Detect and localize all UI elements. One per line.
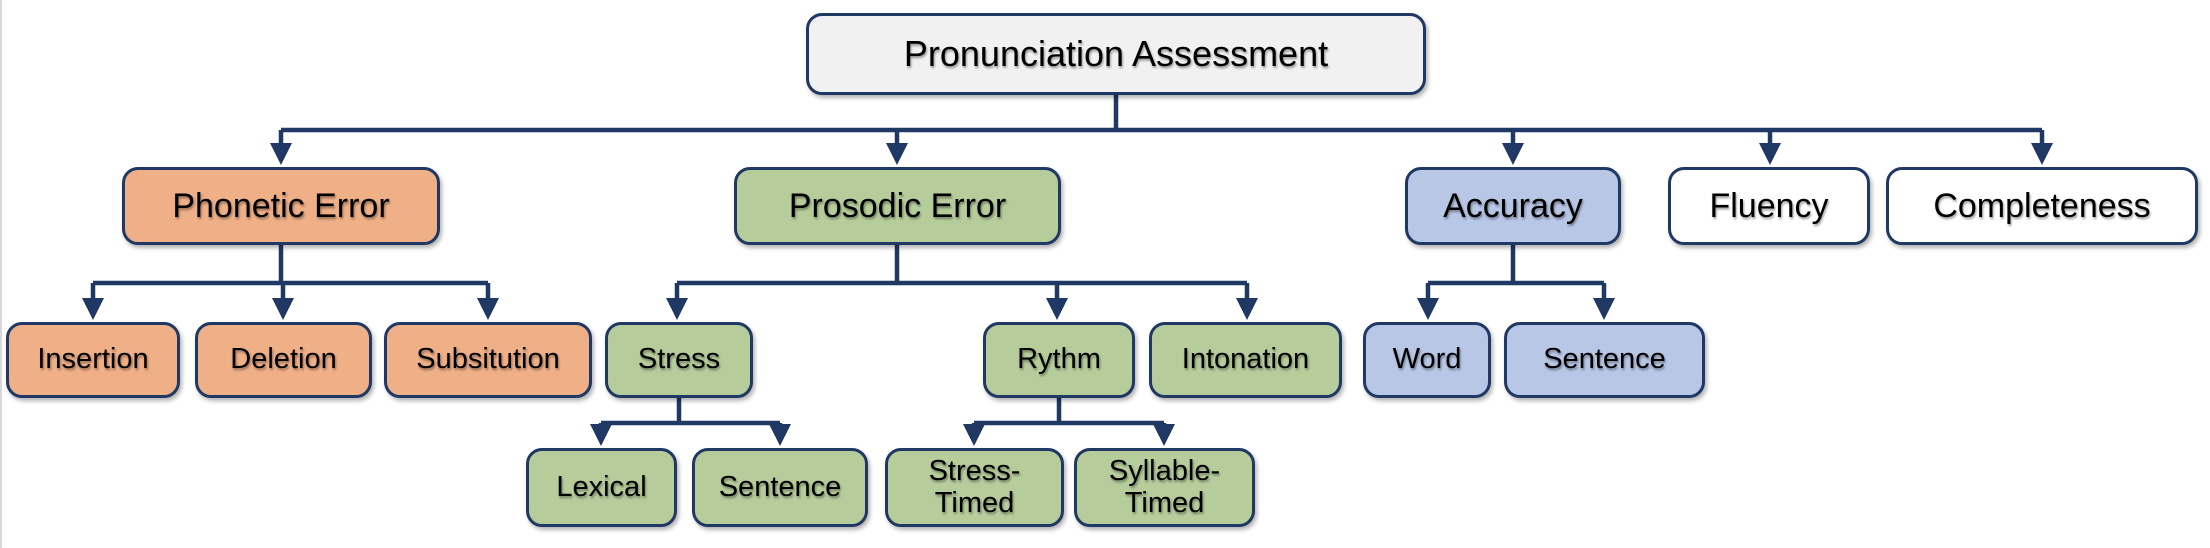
- node-sentence-accuracy: Sentence: [1504, 322, 1705, 398]
- node-label: Subsitution: [416, 343, 560, 376]
- node-insertion: Insertion: [6, 322, 180, 398]
- node-subsitution: Subsitution: [384, 322, 592, 398]
- node-word: Word: [1363, 322, 1491, 398]
- node-label: Syllable- Timed: [1108, 455, 1221, 519]
- node-deletion: Deletion: [195, 322, 372, 398]
- node-label: Phonetic Error: [172, 186, 390, 225]
- node-label: Fluency: [1709, 186, 1829, 225]
- node-prosodic-error: Prosodic Error: [734, 167, 1061, 245]
- node-sentence-stress: Sentence: [692, 448, 868, 527]
- node-label: Sentence: [718, 470, 842, 503]
- node-label: Sentence: [1543, 343, 1666, 376]
- node-label: Word: [1392, 343, 1462, 376]
- node-label: Prosodic Error: [788, 186, 1007, 225]
- node-lexical: Lexical: [526, 448, 677, 527]
- node-syllable-timed: Syllable- Timed: [1074, 448, 1255, 527]
- node-label: Stress: [637, 343, 721, 376]
- node-label: Intonation: [1181, 343, 1310, 376]
- node-phonetic-error: Phonetic Error: [122, 167, 440, 245]
- node-label: Deletion: [230, 343, 337, 376]
- left-edge-line: [0, 0, 2, 548]
- node-label: Stress- Timed: [928, 455, 1021, 519]
- node-label: Lexical: [556, 470, 647, 503]
- node-stress: Stress: [605, 322, 753, 398]
- node-pronunciation-assessment: Pronunciation Assessment: [806, 13, 1426, 95]
- node-label: Pronunciation Assessment: [903, 32, 1329, 74]
- node-intonation: Intonation: [1149, 322, 1342, 398]
- node-accuracy: Accuracy: [1405, 167, 1621, 245]
- node-rythm: Rythm: [983, 322, 1135, 398]
- node-label: Accuracy: [1443, 186, 1583, 225]
- node-label: Rythm: [1017, 343, 1101, 376]
- node-label: Insertion: [37, 343, 149, 376]
- node-stress-timed: Stress- Timed: [885, 448, 1064, 527]
- node-label: Completeness: [1933, 186, 2151, 225]
- node-fluency: Fluency: [1668, 167, 1870, 245]
- node-completeness: Completeness: [1886, 167, 2198, 245]
